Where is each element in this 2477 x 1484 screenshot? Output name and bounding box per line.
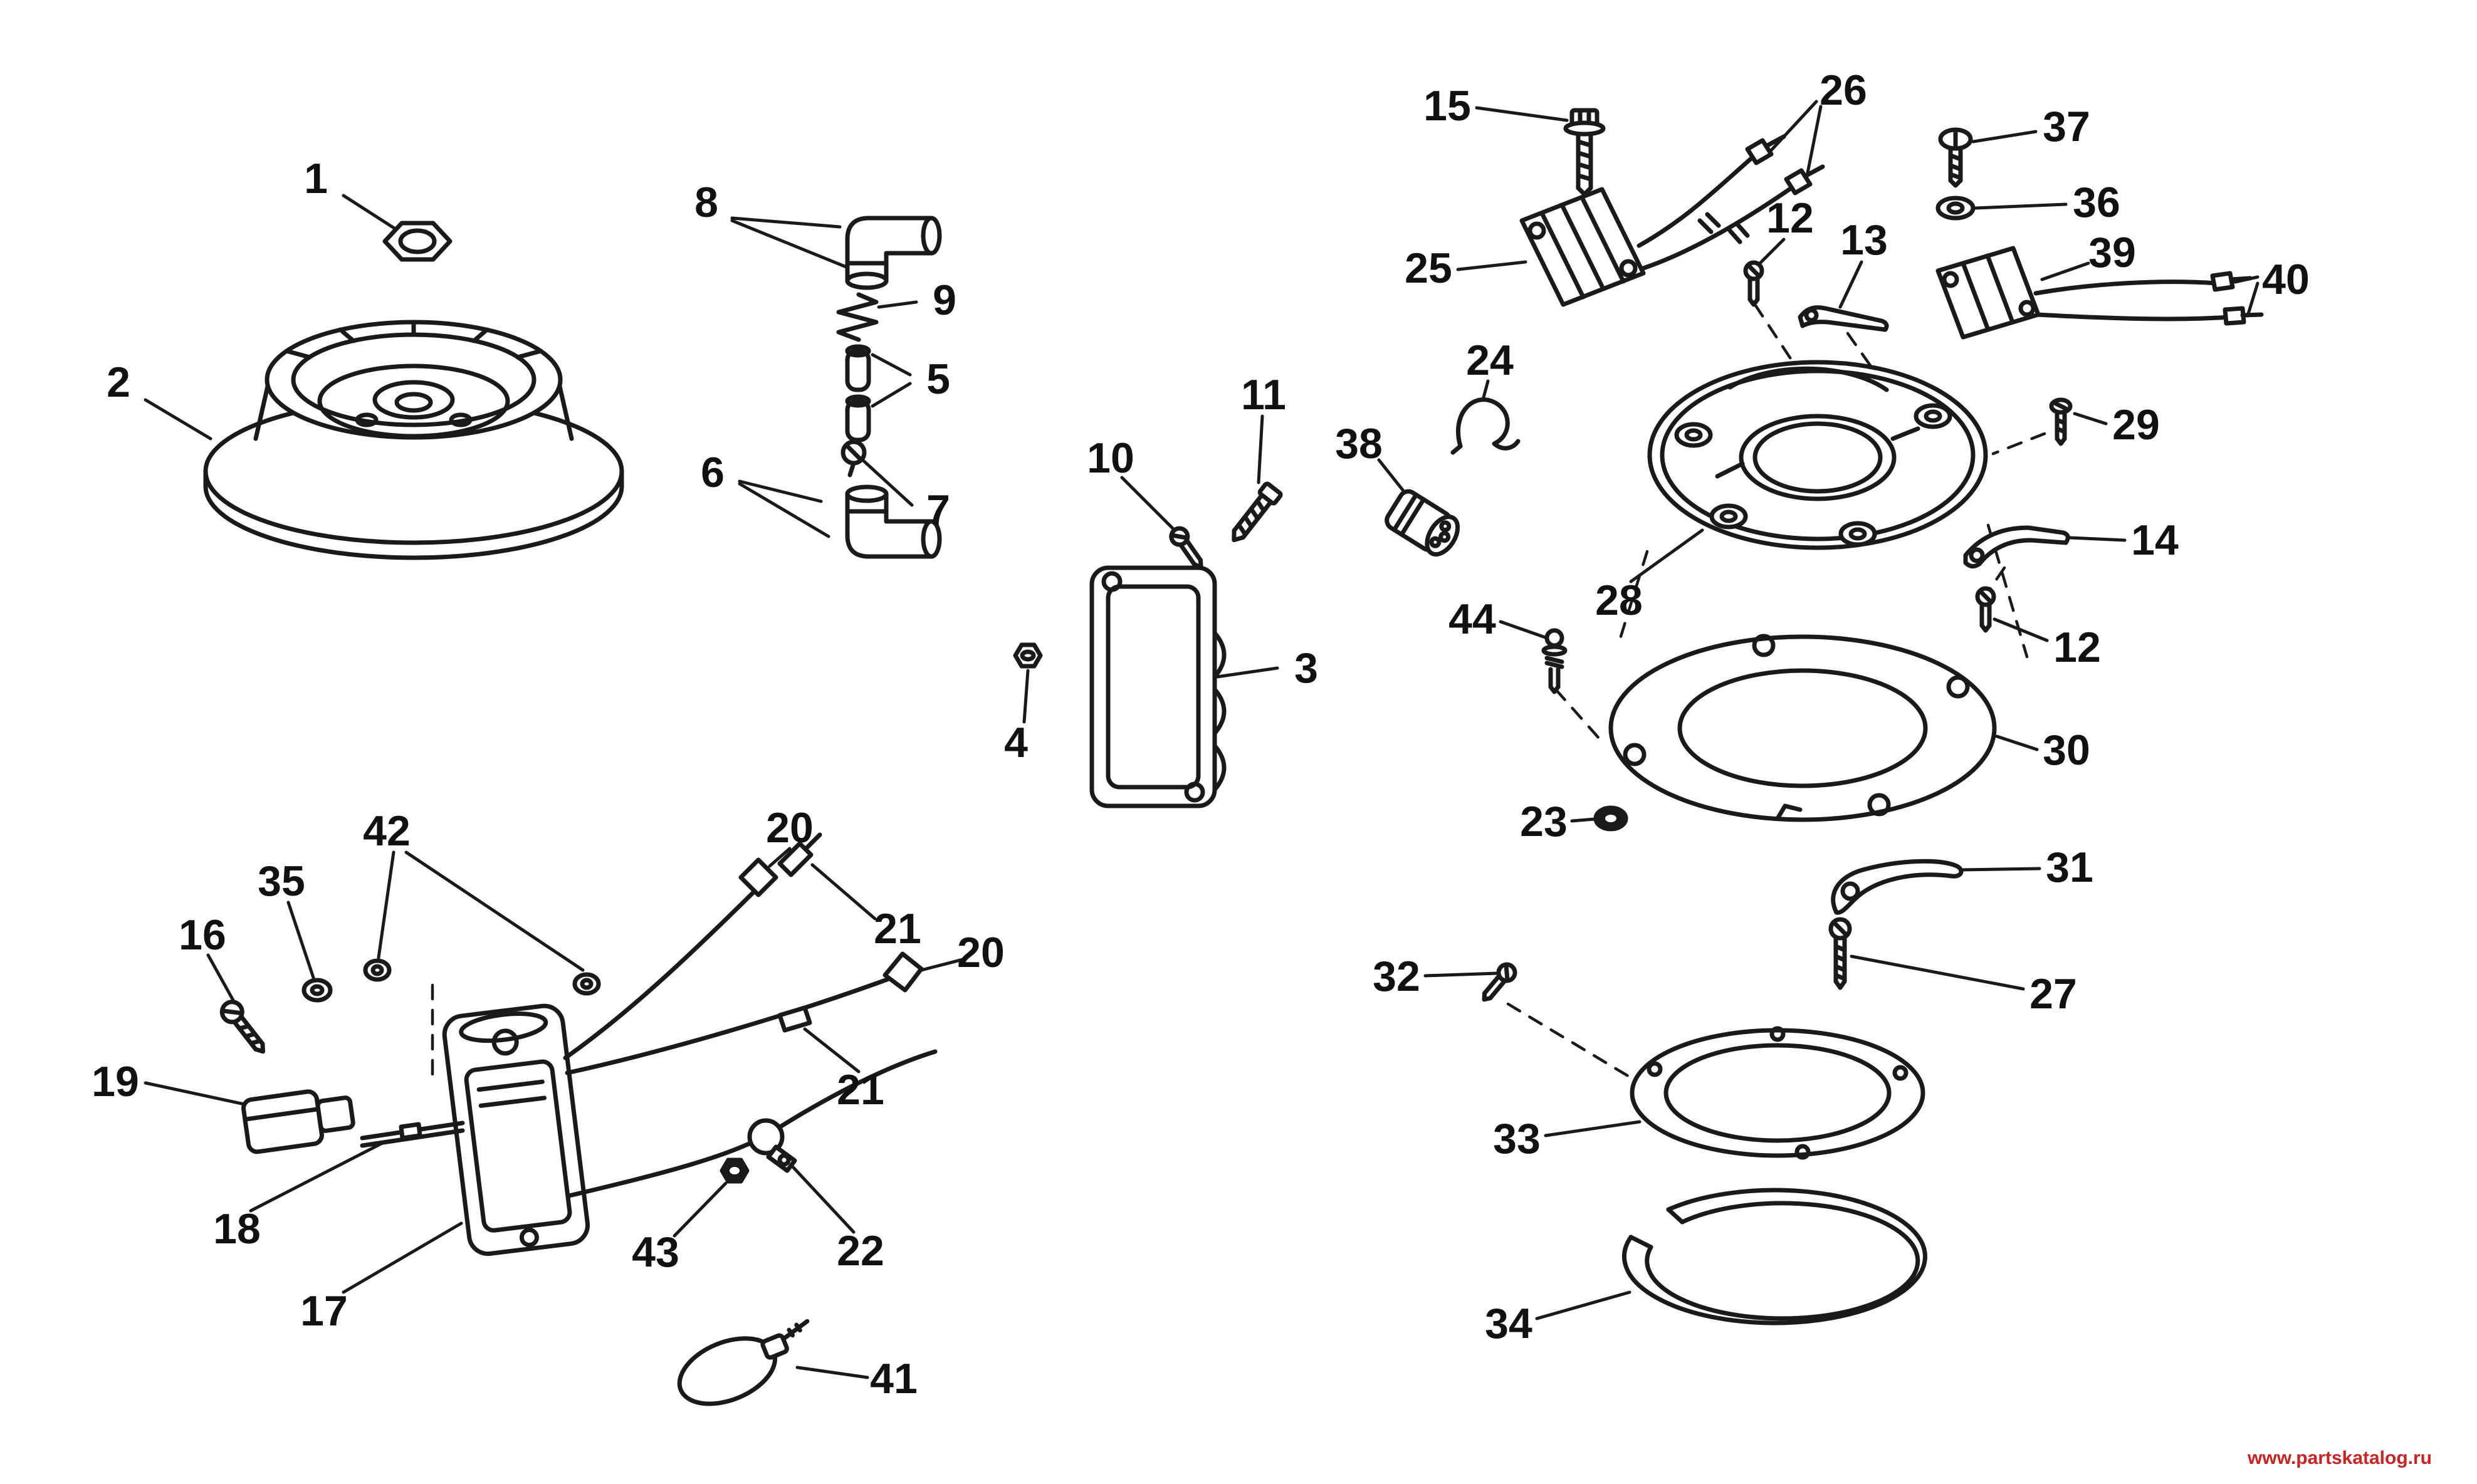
module-wires-drawing (563, 832, 938, 1198)
cable-tie-drawing (677, 1319, 810, 1406)
part-label-28: 28 (1595, 577, 1643, 624)
part-label-13: 13 (1840, 216, 1888, 264)
part-label-21b: 21 (837, 1066, 884, 1114)
watermark: www.partskatalog.ru (2247, 1448, 2432, 1468)
connector-plug-38-drawing (1385, 489, 1460, 557)
screw-12a-drawing (1743, 260, 1764, 307)
screw-12b-drawing (1975, 586, 1996, 633)
screw-37-drawing (1938, 127, 1973, 188)
armature-plate-drawing (1647, 360, 1988, 550)
screw-10-drawing (1169, 526, 1203, 570)
terminal-spring-drawing (836, 292, 879, 342)
grommet-23-drawing (1593, 805, 1628, 832)
part-label-23: 23 (1520, 798, 1568, 845)
part-label-12a: 12 (1766, 194, 1814, 242)
flywheel-cup-drawing (203, 320, 624, 560)
part-label-20a: 20 (766, 804, 814, 852)
retainer-plate-drawing (1608, 634, 1997, 822)
part-label-17: 17 (300, 1287, 348, 1335)
part-label-38: 38 (1335, 420, 1383, 468)
part-label-31: 31 (2046, 844, 2093, 891)
part-label-10: 10 (1087, 434, 1134, 482)
part-label-24: 24 (1466, 337, 1514, 384)
lever-31-drawing (1831, 859, 1964, 915)
part-label-37: 37 (2043, 103, 2090, 150)
part-label-1: 1 (304, 155, 328, 202)
part-label-22: 22 (837, 1227, 884, 1275)
leader-lines (144, 100, 2260, 1379)
part-label-14: 14 (2131, 516, 2179, 564)
part-label-2: 2 (107, 358, 130, 406)
part-label-41: 41 (870, 1355, 918, 1403)
diagram-artwork (144, 100, 2264, 1406)
coil-bolt-drawing (1563, 108, 1606, 197)
ring-gasket-drawing (1630, 1026, 1925, 1160)
part-label-42: 42 (363, 807, 411, 855)
cable-clamp-22-drawing (747, 1118, 797, 1173)
part-label-26: 26 (1820, 66, 1867, 114)
part-label-3: 3 (1294, 644, 1318, 692)
wire-clamp-13-drawing (1798, 305, 1889, 332)
screw-11-drawing (1232, 481, 1283, 543)
screw-32-drawing (1482, 962, 1517, 1002)
part-label-19: 19 (92, 1058, 139, 1105)
ignition-coil-39-drawing (1935, 246, 2041, 340)
part-label-27: 27 (2029, 970, 2077, 1018)
part-label-4: 4 (1004, 719, 1028, 766)
part-label-11: 11 (1241, 371, 1286, 419)
part-label-9: 9 (933, 276, 956, 324)
spring-clip-24-drawing (1450, 397, 1521, 455)
washer-35-drawing (301, 978, 333, 1003)
washer-36-drawing (1935, 196, 1976, 221)
insulator-tubes-drawing (845, 344, 871, 442)
bolt-44-drawing (1541, 628, 1568, 694)
part-label-25: 25 (1405, 244, 1452, 292)
part-label-43: 43 (632, 1228, 679, 1276)
ignition-module-drawing (442, 1003, 590, 1257)
part-label-20b: 20 (957, 929, 1005, 976)
power-pack-drawing (1089, 565, 1227, 808)
part-label-36: 36 (2073, 179, 2120, 226)
screw-27-drawing (1828, 917, 1852, 990)
part-label-15: 15 (1423, 82, 1471, 130)
part-label-7: 7 (926, 486, 950, 534)
wire-clamp-14-drawing (1963, 525, 2070, 568)
nut-4-drawing (1013, 642, 1043, 669)
part-label-6: 6 (701, 449, 725, 496)
part-label-33: 33 (1493, 1115, 1541, 1163)
part-label-39: 39 (2088, 229, 2136, 276)
ignition-coil-25-drawing (1519, 187, 1646, 307)
spark-plug-boot-lower-drawing (845, 484, 942, 559)
part-label-21a: 21 (874, 905, 921, 953)
part-label-8: 8 (694, 179, 718, 226)
part-label-16: 16 (179, 911, 226, 959)
part-label-29: 29 (2112, 401, 2160, 449)
part-label-34: 34 (1485, 1300, 1532, 1347)
part-label-40: 40 (2262, 256, 2310, 303)
part-label-44: 44 (1448, 595, 1496, 643)
screw-29-drawing (2049, 397, 2073, 446)
nut-43-drawing (720, 1157, 750, 1184)
part-label-35: 35 (258, 857, 305, 905)
washers-42-drawing (363, 958, 601, 996)
terminal-clip-drawing (841, 439, 867, 478)
flywheel-nut-drawing (382, 221, 453, 262)
spark-plug-boot-upper-drawing (845, 216, 942, 290)
part-label-32: 32 (1373, 953, 1420, 1000)
part-label-5: 5 (926, 355, 950, 403)
part-label-30: 30 (2043, 726, 2090, 774)
terminal-connector-drawing (241, 1089, 355, 1154)
part-label-12b: 12 (2053, 624, 2101, 671)
part-label-18: 18 (213, 1205, 261, 1253)
terminal-rod-drawing (360, 1121, 465, 1148)
snap-ring-drawing (1622, 1188, 1927, 1325)
coil-lead-wires-40-drawing (2033, 271, 2264, 326)
screw-16-drawing (219, 1000, 266, 1054)
coil-lead-wires-26-drawing (1636, 134, 1825, 271)
